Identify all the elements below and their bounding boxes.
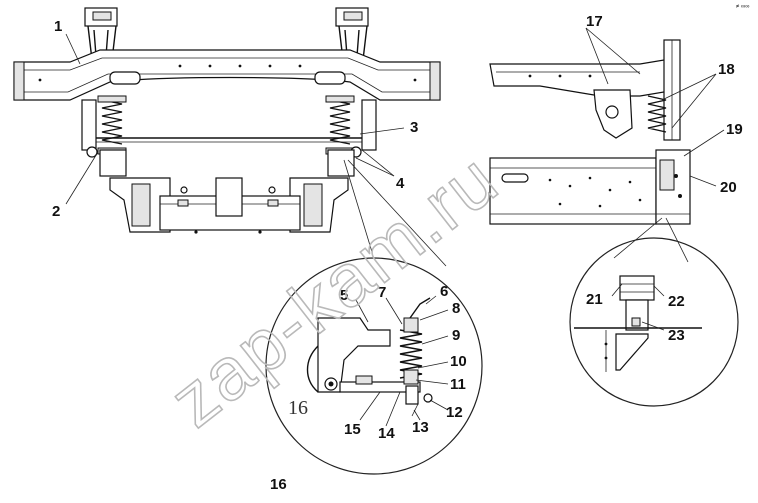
callout-22: 22 <box>668 293 685 310</box>
callout-8: 8 <box>452 300 460 317</box>
callout-20: 20 <box>720 179 737 196</box>
detail-mount-leaders <box>611 283 665 331</box>
callout-10: 10 <box>450 353 467 370</box>
callout-15: 15 <box>344 421 361 438</box>
callout-5: 5 <box>340 287 348 304</box>
callout-13: 13 <box>412 419 429 436</box>
callout-12: 12 <box>446 404 463 421</box>
cross-beam <box>13 49 441 101</box>
callout-4: 4 <box>396 175 405 192</box>
callout-1: 1 <box>54 18 62 35</box>
callout-2: 2 <box>52 203 60 220</box>
callout-11: 11 <box>450 376 466 393</box>
callout-labels: 1 2 3 4 5 6 7 8 9 10 11 12 13 14 15 16 1… <box>52 4 750 493</box>
front-view-assembly <box>13 7 441 234</box>
callout-16: 16 <box>270 476 287 493</box>
side-view-leaders <box>585 27 725 263</box>
callout-17: 17 <box>586 13 603 30</box>
detail-view-spring <box>265 257 483 475</box>
lower-frame <box>99 149 355 234</box>
detail-view-mount <box>569 237 739 407</box>
front-view-leaders <box>65 33 447 267</box>
callout-19: 19 <box>726 121 743 138</box>
left-top-bracket <box>84 7 118 61</box>
callout-14: 14 <box>378 425 395 442</box>
callout-7: 7 <box>378 284 386 301</box>
callout-18: 18 <box>718 61 735 78</box>
callout-9: 9 <box>452 327 460 344</box>
callout-6: 6 <box>440 283 448 300</box>
right-spring-shock <box>325 95 377 158</box>
corner-mark: ≠ ∞∞ <box>736 4 750 10</box>
callout-23: 23 <box>668 327 685 344</box>
left-spring-shock <box>81 95 127 158</box>
side-view-assembly <box>489 39 691 225</box>
callout-21: 21 <box>586 291 603 308</box>
detail-view-leaders <box>355 295 449 427</box>
detail-label: 16 <box>288 397 308 419</box>
callout-3: 3 <box>410 119 418 136</box>
